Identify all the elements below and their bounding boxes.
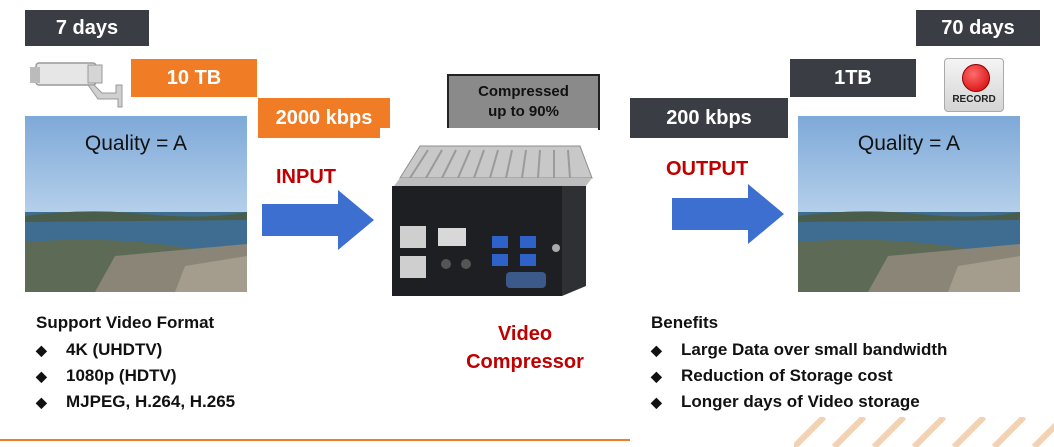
diamond-bullet-icon: ◆ [36, 342, 47, 358]
record-button-icon: RECORD [944, 58, 1004, 112]
left-storage-badge: 10 TB [131, 59, 257, 97]
left-bitrate-badge: 2000 kbps [258, 98, 390, 138]
left-days-badge: 7 days [25, 10, 149, 46]
record-label: RECORD [952, 94, 996, 105]
list-item: ◆1080p (HDTV) [36, 363, 235, 389]
output-arrow-icon [672, 184, 784, 244]
diamond-bullet-icon: ◆ [36, 368, 47, 384]
diamond-bullet-icon: ◆ [651, 342, 662, 358]
left-harbor-photo: Quality = A [25, 116, 247, 292]
right-harbor-photo: Quality = A [798, 116, 1020, 292]
list-item: ◆Reduction of Storage cost [651, 363, 947, 389]
video-compressor-device-image [380, 128, 598, 308]
right-storage-badge: 1TB [790, 59, 916, 97]
output-label: OUTPUT [666, 158, 749, 180]
formats-title: Support Video Format [36, 313, 215, 332]
list-item: ◆MJPEG, H.264, H.265 [36, 389, 235, 415]
bottom-divider [0, 439, 630, 441]
diamond-bullet-icon: ◆ [36, 394, 47, 410]
cctv-camera-icon [30, 62, 123, 108]
benefits-title: Benefits [651, 313, 719, 332]
input-arrow-icon [262, 190, 374, 250]
right-quality-label: Quality = A [857, 132, 961, 155]
compressed-badge: Compressed up to 90% [447, 74, 600, 130]
right-days-badge: 70 days [916, 10, 1040, 46]
left-quality-label: Quality = A [84, 132, 188, 155]
list-item: ◆Longer days of Video storage [651, 389, 947, 415]
device-label: Video Compressor [466, 323, 584, 373]
list-item: ◆Large Data over small bandwidth [651, 337, 947, 363]
diamond-bullet-icon: ◆ [651, 368, 662, 384]
benefits-list: ◆Large Data over small bandwidth ◆Reduct… [651, 337, 947, 415]
list-item: ◆4K (UHDTV) [36, 337, 235, 363]
formats-list: ◆4K (UHDTV) ◆1080p (HDTV) ◆MJPEG, H.264,… [36, 337, 235, 415]
decorative-stripes [794, 417, 1054, 447]
diamond-bullet-icon: ◆ [651, 394, 662, 410]
right-bitrate-badge: 200 kbps [630, 98, 788, 138]
input-label: INPUT [276, 166, 336, 188]
